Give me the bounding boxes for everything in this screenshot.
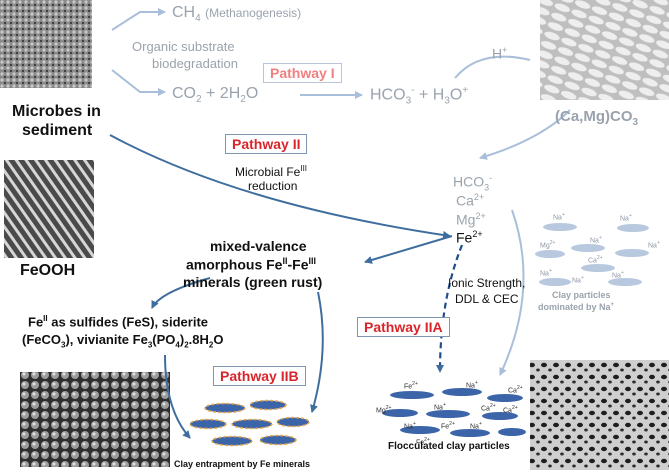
clay-particle: [390, 391, 434, 399]
clay-particle: [450, 429, 490, 437]
pathway-ii-box: Pathway II: [225, 134, 308, 154]
ion-label: Na+: [540, 268, 552, 278]
clay-particle: [276, 416, 310, 428]
clay-particle: [543, 223, 577, 231]
fe-reduction-label: Microbial FeIII: [235, 164, 308, 179]
clay-particle: [615, 249, 649, 257]
clay-particle: [231, 418, 273, 430]
ion-label: Na+: [434, 402, 446, 412]
clay-cluster-flocculated: [382, 388, 526, 437]
hco3-h3o-equation: HCO3- + H3O+: [370, 85, 469, 107]
microbes-label: Microbes in: [12, 103, 101, 120]
methanogenesis-label: CH4 (Methanogenesis): [172, 4, 302, 25]
clay-cluster-na: [535, 223, 649, 286]
sem-image-microbes: [0, 0, 92, 88]
sem-image-feooh: [4, 160, 94, 258]
sem-image-flocculated: [530, 360, 669, 470]
clay-particle: [535, 250, 565, 258]
ion-fe: Fe2+: [456, 229, 483, 246]
fe2-minerals-line1: FeII as sulfides (FeS), siderite: [28, 314, 209, 330]
ion-label: Fe2+: [441, 421, 455, 431]
clay-particle: [539, 278, 571, 286]
clay-particle: [442, 388, 482, 396]
arrow-to-co2: [111, 69, 166, 96]
entrapment-label: Clay entrapment by Fe minerals: [174, 459, 311, 469]
clay-particle: [608, 278, 642, 286]
ion-label: Fe2+: [416, 437, 430, 447]
biodegradation-label: biodegradation: [152, 56, 239, 71]
ion-label: Na+: [648, 240, 660, 250]
carbonate-label: (Ca,Mg)CO3: [555, 108, 639, 128]
arrow-fe2-minerals-to-entrapment: [164, 354, 191, 439]
ion-hco3: HCO3-: [453, 173, 493, 193]
reduction-label: reduction: [248, 179, 298, 193]
ion-label: Na+: [404, 421, 416, 431]
arrow-h-plus-curve: [454, 55, 531, 79]
ion-label: Na+: [620, 213, 632, 223]
ion-label: Na+: [470, 421, 482, 431]
ionic-strength-line1: Ionic Strength,: [448, 276, 526, 290]
clay-particle: [400, 426, 440, 434]
ion-ca: Ca2+: [456, 192, 485, 209]
h-plus-label: H+: [492, 45, 508, 62]
clay-na-label-line2: dominated by Na+: [538, 302, 615, 312]
arrow-microbes-to-fe2: [109, 134, 451, 239]
pathway-i-box: Pathway I: [263, 63, 342, 83]
organic-substrate-label: Organic substrate: [132, 39, 235, 54]
arrow-mixed-to-fe2-minerals: [151, 277, 211, 309]
arrow-to-methanogenesis: [111, 8, 166, 31]
co2-equation: CO2 + 2H2O: [172, 85, 259, 106]
fe2-minerals-line2: (FeCO3), vivianite Fe3(PO4)2.8H2O: [22, 332, 224, 350]
ion-label: Na+: [553, 212, 565, 222]
clay-particle: [498, 428, 526, 436]
clay-particle: [382, 409, 418, 417]
arrow-ions-to-flocculated: [499, 209, 525, 376]
ion-label: Ca2+: [503, 405, 518, 415]
feooh-label: FeOOH: [20, 262, 76, 279]
clay-particle: [617, 224, 649, 232]
ion-label: Mg2+: [376, 405, 392, 415]
arrow-mixed-to-entrapment: [310, 291, 324, 413]
clay-particle: [426, 410, 470, 418]
clay-na-label-line1: Clay particles: [552, 290, 611, 300]
ion-label: Na+: [612, 270, 624, 280]
sem-image-fe-minerals: [20, 372, 170, 467]
clay-particle: [249, 399, 287, 411]
clay-particle: [581, 264, 615, 272]
ion-label: Ca2+: [481, 403, 496, 413]
clay-particle: [189, 418, 227, 430]
mixed-valence-line2: amorphous FeII-FeIII: [186, 256, 316, 273]
pathway-iib-box: Pathway IIB: [213, 366, 306, 386]
flocculated-label: Flocculated clay particles: [388, 441, 510, 452]
ion-label: Na+: [590, 235, 602, 245]
clay-particle: [211, 435, 253, 447]
sediment-label: sediment: [22, 122, 93, 139]
arrow-carbonate-to-ions: [479, 109, 571, 160]
pathway-iia-box: Pathway IIA: [357, 317, 450, 337]
clay-particle: [482, 412, 518, 420]
ion-label: Na+: [572, 275, 584, 285]
clay-particle: [487, 394, 523, 402]
arrow-fe2-to-mixed: [364, 235, 453, 264]
ionic-strength-line2: DDL & CEC: [455, 292, 519, 306]
clay-particle: [204, 402, 246, 414]
clay-cluster-entrapment: [189, 399, 310, 447]
mixed-valence-line3: minerals (green rust): [183, 274, 323, 290]
clay-particle: [259, 434, 297, 446]
clay-particle: [571, 244, 605, 252]
mixed-valence-line1: mixed-valence: [210, 238, 307, 254]
ion-label: Na+: [466, 380, 478, 390]
arrow-fe2-dashed-to-flocculated: [436, 244, 464, 373]
ion-label: Ca2+: [508, 385, 523, 395]
ion-mg: Mg2+: [456, 211, 486, 228]
sem-image-carbonate: [540, 0, 669, 100]
ion-label: Ca2+: [588, 255, 603, 265]
ion-label: Fe2+: [404, 381, 418, 391]
ion-label: Mg2+: [540, 240, 556, 250]
